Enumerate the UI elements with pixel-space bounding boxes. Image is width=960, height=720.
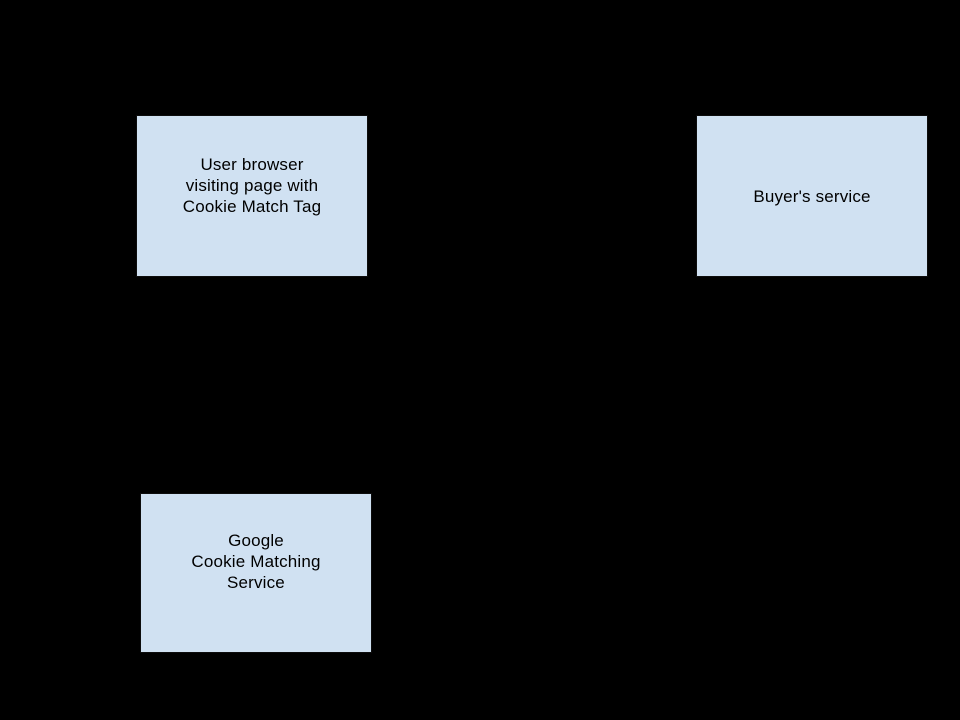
diagram-node-user-browser[interactable]: User browser visiting page with Cookie M…: [136, 115, 368, 277]
diagram-node-buyers-service[interactable]: Buyer's service: [696, 115, 928, 277]
node-label-google-cookie-matching-service: Google Cookie Matching Service: [191, 531, 321, 592]
node-label-buyers-service: Buyer's service: [753, 186, 871, 206]
diagram-node-google-cookie-matching-service[interactable]: Google Cookie Matching Service: [140, 493, 372, 653]
node-label-user-browser: User browser visiting page with Cookie M…: [182, 155, 322, 216]
